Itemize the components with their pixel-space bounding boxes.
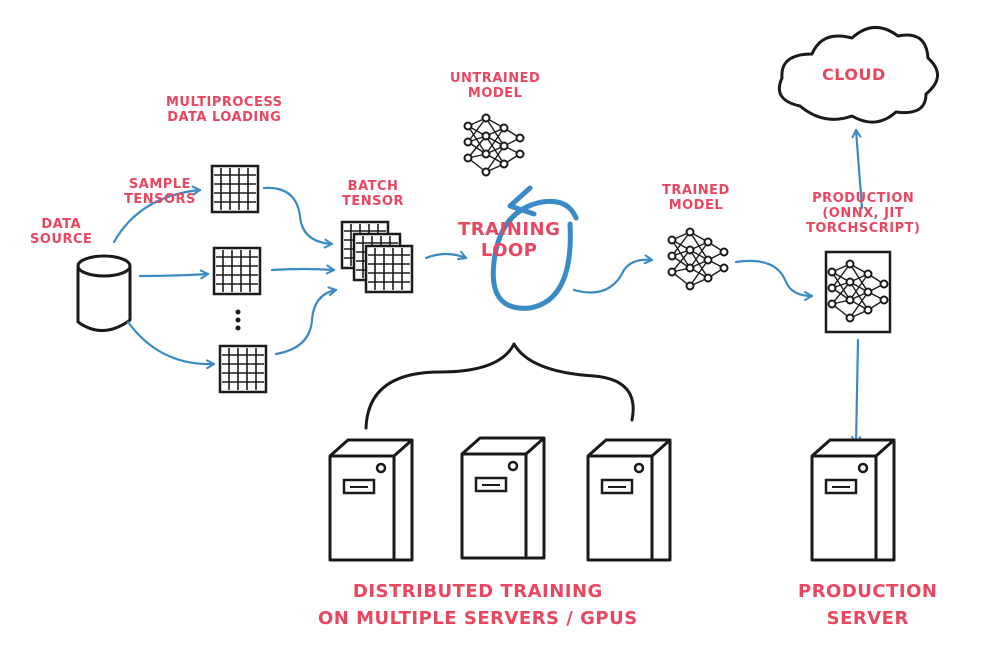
training-server-icon (460, 436, 546, 560)
production-model-icon (824, 250, 892, 334)
ellipsis-icon (235, 309, 241, 331)
data-source-icon (76, 254, 132, 332)
sample-tensor-icon (218, 344, 268, 394)
trained-model-icon (667, 227, 729, 291)
distributed-brace (364, 342, 635, 430)
sample-tensor-icon (212, 246, 262, 296)
training-server-icon (586, 438, 672, 562)
cloud-icon (777, 26, 939, 124)
production-server-icon (810, 438, 896, 562)
training-server-icon (328, 438, 414, 562)
training-loop-icon (490, 185, 579, 311)
untrained-model-icon (463, 113, 525, 177)
batch-tensor-icon (340, 220, 414, 294)
data-flow-arrows (112, 128, 864, 446)
sample-tensor-icon (210, 164, 260, 214)
cloud-label: CLOUD (822, 65, 886, 84)
